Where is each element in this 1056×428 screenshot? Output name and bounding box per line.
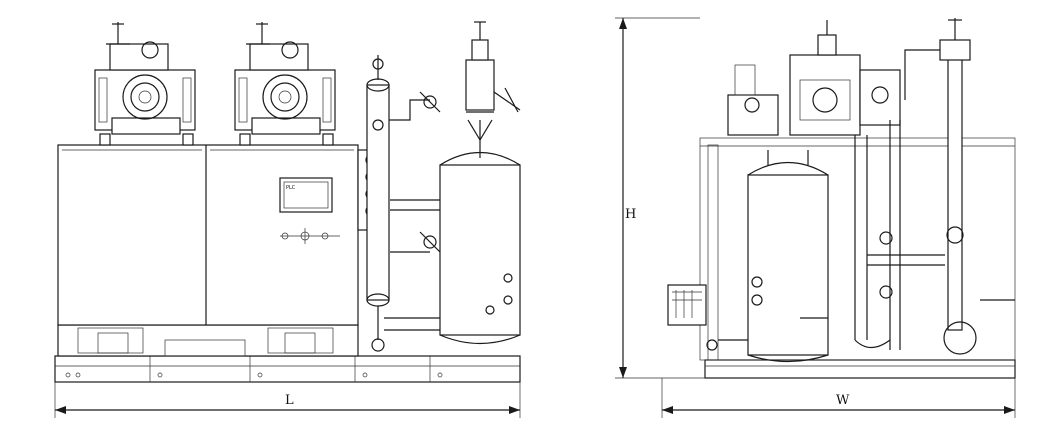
oil-separator — [366, 55, 470, 307]
front-lower-piping — [371, 231, 495, 352]
front-view: PLC — [54, 21, 521, 418]
side-base-rail — [704, 359, 1016, 379]
front-base-frame — [54, 355, 521, 383]
side-float-ball — [943, 321, 977, 355]
width-label: W — [836, 393, 850, 408]
front-lower-plinth — [57, 324, 359, 357]
top-valve-assembly — [465, 21, 521, 113]
side-main-vessel — [747, 150, 829, 363]
controller-panel — [279, 177, 333, 213]
side-view: H W — [615, 17, 1016, 418]
compressor-2 — [234, 22, 336, 146]
length-dimension: L — [54, 382, 521, 418]
side-compressor-assembly — [727, 20, 901, 136]
height-dimension: H — [615, 17, 705, 379]
side-riser-pipe — [904, 18, 1015, 355]
height-label: H — [625, 207, 636, 222]
side-control-box — [667, 284, 707, 326]
side-middle-piping — [854, 120, 945, 350]
side-frame-outline — [699, 137, 1016, 361]
front-electrical-cabinet — [57, 144, 359, 326]
length-label: L — [285, 393, 294, 408]
controller-label: PLC — [286, 185, 296, 191]
width-dimension: W — [661, 378, 1016, 418]
liquid-receiver — [439, 111, 521, 345]
compressor-1 — [94, 22, 196, 146]
